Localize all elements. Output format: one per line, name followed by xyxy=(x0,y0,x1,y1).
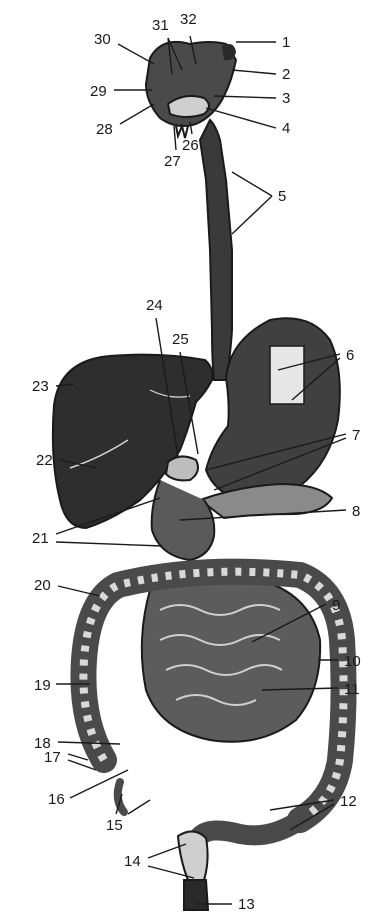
sigmoid-colon xyxy=(200,820,300,836)
anal-canal xyxy=(184,880,208,910)
leader-27 xyxy=(174,126,176,150)
leader-15b xyxy=(128,800,150,814)
label-16: 16 xyxy=(48,791,65,808)
esophagus xyxy=(200,120,232,380)
label-10: 10 xyxy=(344,653,361,670)
label-4: 4 xyxy=(282,120,290,137)
tongue xyxy=(168,96,209,117)
small-intestine xyxy=(142,577,320,742)
label-21: 21 xyxy=(32,530,49,547)
leader-21b xyxy=(56,542,162,546)
label-23: 23 xyxy=(32,378,49,395)
leader-30 xyxy=(118,44,154,64)
label-7: 7 xyxy=(352,427,360,444)
label-29: 29 xyxy=(90,83,107,100)
leader-5b xyxy=(232,196,272,234)
label-1: 1 xyxy=(282,34,290,51)
label-26: 26 xyxy=(182,137,199,154)
label-20: 20 xyxy=(34,577,51,594)
label-25: 25 xyxy=(172,331,189,348)
stomach-window xyxy=(270,346,304,404)
label-30: 30 xyxy=(94,31,111,48)
label-8: 8 xyxy=(352,503,360,520)
gallbladder xyxy=(166,456,198,480)
leader-2 xyxy=(232,70,276,74)
label-22: 22 xyxy=(36,452,53,469)
label-27: 27 xyxy=(164,153,181,170)
label-9: 9 xyxy=(332,597,340,614)
label-13: 13 xyxy=(238,896,255,913)
label-5: 5 xyxy=(278,188,286,205)
label-14: 14 xyxy=(124,853,141,870)
head-region xyxy=(146,42,236,138)
leader-28 xyxy=(120,104,154,124)
label-6: 6 xyxy=(346,347,354,364)
leader-5a xyxy=(232,172,272,196)
label-32: 32 xyxy=(180,11,197,28)
label-31: 31 xyxy=(152,17,169,34)
label-11: 11 xyxy=(344,681,360,698)
label-15: 15 xyxy=(106,817,123,834)
label-24: 24 xyxy=(146,297,163,314)
rectum xyxy=(178,831,208,880)
label-12: 12 xyxy=(340,793,357,810)
label-2: 2 xyxy=(282,66,290,83)
label-3: 3 xyxy=(282,90,290,107)
leader-4 xyxy=(206,108,276,128)
leader-18 xyxy=(58,742,120,744)
leader-17a xyxy=(68,754,88,760)
label-19: 19 xyxy=(34,677,51,694)
label-28: 28 xyxy=(96,121,113,138)
label-18: 18 xyxy=(34,735,51,752)
